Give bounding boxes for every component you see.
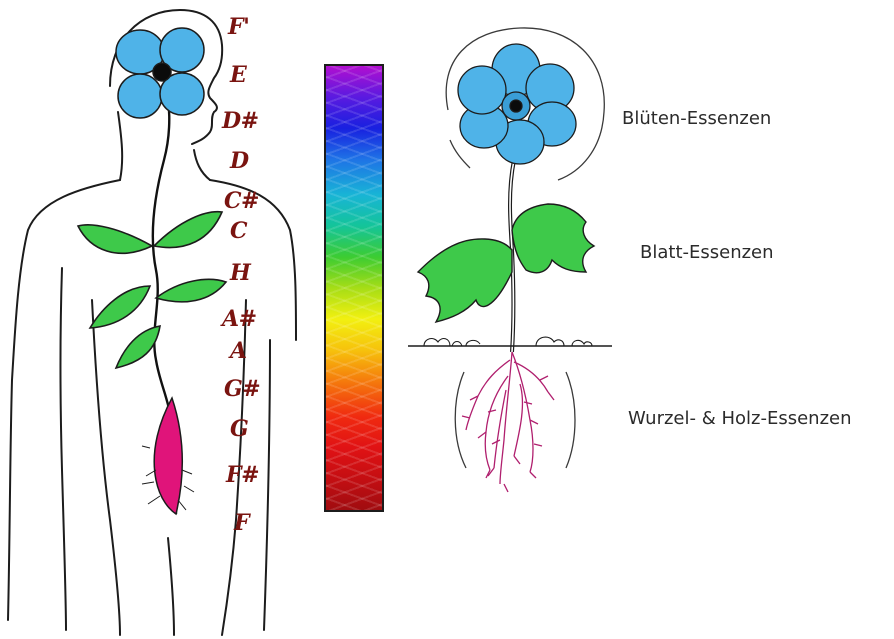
root-essences-label: Wurzel- & Holz-Essenzen: [628, 408, 852, 429]
leaf-2: [154, 212, 222, 248]
plant-blossom: [458, 44, 576, 164]
root-halo-right: [566, 372, 575, 468]
right-arm-line: [264, 340, 270, 630]
color-spectrum-bar: [324, 64, 384, 512]
plant-leaves: [418, 204, 594, 322]
note-label: A#: [222, 308, 257, 330]
note-label: G#: [224, 378, 260, 400]
plant-roots: [462, 352, 554, 492]
note-label: C: [230, 220, 247, 242]
note-label: G: [230, 418, 248, 440]
left-inner-arm: [61, 268, 67, 630]
leaf-essences-label: Blatt-Essenzen: [640, 242, 774, 263]
body-root: [142, 398, 194, 514]
blossom-essences-label: Blüten-Essenzen: [622, 108, 771, 129]
plant-illustration: [408, 28, 612, 492]
leaf-4: [156, 279, 226, 301]
leg-gap: [168, 538, 174, 635]
note-label: E: [230, 64, 246, 86]
ground-stones: [424, 337, 592, 346]
head-flower: [116, 28, 204, 118]
leaf-1: [78, 225, 152, 253]
leaf-3: [90, 286, 150, 328]
neck-right: [194, 150, 210, 180]
note-label: D#: [222, 110, 259, 132]
note-label: F: [234, 512, 249, 534]
note-label: F': [228, 16, 249, 38]
root-halo-left: [455, 372, 466, 468]
spectrum-wave-overlay: [326, 66, 382, 510]
torso-left: [92, 300, 120, 635]
note-label: H: [230, 262, 250, 284]
note-label: C#: [224, 190, 259, 212]
note-label: D: [230, 150, 249, 172]
neck-left: [118, 112, 122, 180]
note-label: F#: [226, 464, 259, 486]
note-label: A: [230, 340, 247, 362]
